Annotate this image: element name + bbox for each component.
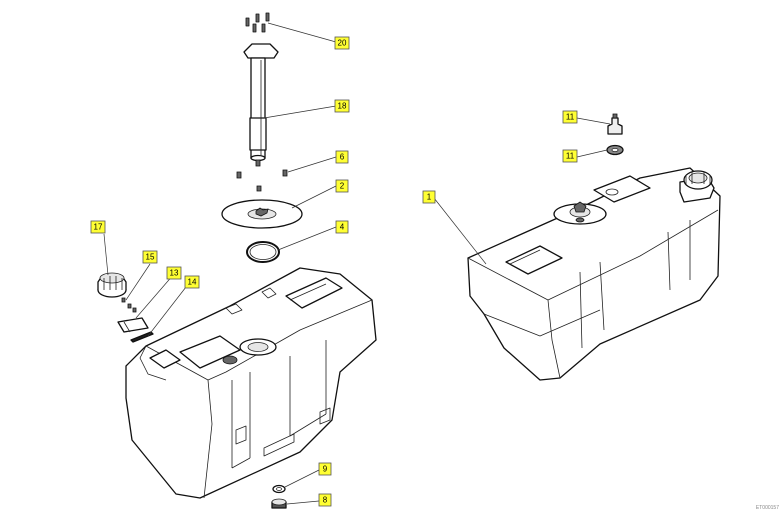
svg-text:9: 9 xyxy=(323,465,328,474)
clips-part-15 xyxy=(121,297,137,313)
strap-part-14 xyxy=(130,331,154,343)
svg-text:2: 2 xyxy=(340,182,345,191)
screws-part-6 xyxy=(236,159,288,192)
callout-11-fitting: 11 xyxy=(562,110,578,124)
svg-text:20: 20 xyxy=(338,39,347,48)
bushing-part-13 xyxy=(117,317,149,333)
svg-text:14: 14 xyxy=(188,278,197,287)
callout-11-washer: 11 xyxy=(562,149,578,163)
svg-text:6: 6 xyxy=(340,153,345,162)
svg-text:11: 11 xyxy=(566,113,575,122)
callout-9: 9 xyxy=(318,462,332,476)
svg-text:8: 8 xyxy=(323,496,328,505)
left-fuel-tank xyxy=(125,267,377,499)
svg-text:11: 11 xyxy=(566,152,575,161)
drawing-code: ET000157 xyxy=(755,505,779,511)
leader-lines xyxy=(103,22,611,505)
callout-13: 13 xyxy=(166,266,182,280)
svg-text:1: 1 xyxy=(427,193,432,202)
callout-8: 8 xyxy=(318,493,332,507)
svg-text:13: 13 xyxy=(170,269,179,278)
callout-18: 18 xyxy=(334,99,350,113)
callout-15: 15 xyxy=(142,250,158,264)
callout-4: 4 xyxy=(335,220,349,234)
washer-part-11 xyxy=(606,144,624,156)
fitting-part-11 xyxy=(607,113,623,135)
svg-text:17: 17 xyxy=(94,223,103,232)
callout-20: 20 xyxy=(334,36,350,50)
callout-14: 14 xyxy=(184,275,200,289)
callout-1: 1 xyxy=(422,190,436,204)
gasket-ring-part-4 xyxy=(246,241,280,263)
sender-tube-part-18 xyxy=(243,43,279,162)
svg-text:4: 4 xyxy=(340,223,345,232)
callout-6: 6 xyxy=(335,150,349,164)
drain-plug-part-8 xyxy=(271,498,287,509)
screws-part-20 xyxy=(245,12,270,33)
callout-17: 17 xyxy=(90,220,106,234)
svg-text:18: 18 xyxy=(338,102,347,111)
right-fuel-tank-part-1 xyxy=(467,167,721,381)
callout-2: 2 xyxy=(335,179,349,193)
flange-plate-part-2 xyxy=(221,199,303,229)
filler-cap-part-17 xyxy=(97,272,127,298)
svg-text:15: 15 xyxy=(146,253,155,262)
washer-part-9 xyxy=(272,484,286,494)
